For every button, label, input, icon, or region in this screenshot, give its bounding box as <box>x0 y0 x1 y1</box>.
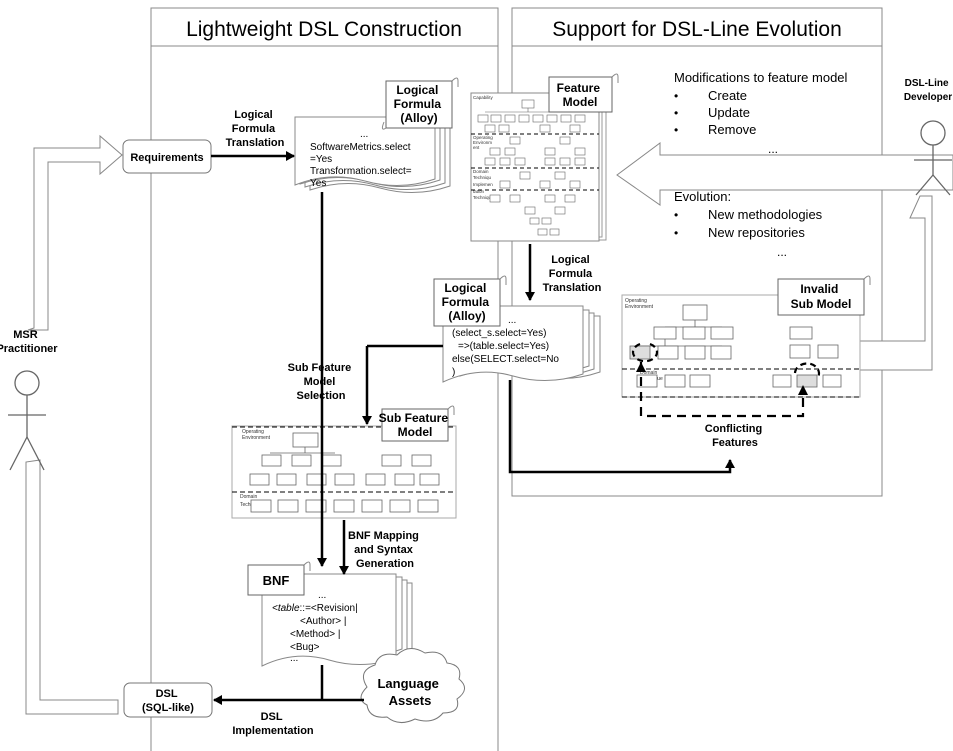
svg-text:New methodologies: New methodologies <box>708 207 823 222</box>
right-panel-title: Support for DSL-Line Evolution <box>552 18 842 41</box>
feature-model-row-labels: Capability Operating Environm ent Domain… <box>473 95 494 200</box>
bnf-doc: ... <table::=<Revision| <Author> | <Meth… <box>247 561 413 667</box>
svg-text:DSL (SQL-like): DSL (SQL-like) <box>142 688 194 714</box>
connectors <box>211 151 735 705</box>
practitioner-flow-arrow <box>25 134 123 715</box>
logical-formula-1-title: Logical Formula (Alloy) <box>394 83 445 125</box>
sub-selection-label: Sub Feature Model Selection <box>288 362 355 402</box>
dsl-line-developer-actor <box>914 120 952 196</box>
invalid-sub-model: Operating Environment Domain Technique <box>621 275 871 418</box>
language-assets-cloud: Language Assets <box>360 648 465 723</box>
feature-model-title: Feature Model <box>557 81 604 109</box>
evolution-list: Evolution: • New methodologies • New rep… <box>674 189 823 259</box>
svg-text:Remove: Remove <box>708 122 756 137</box>
requirements-box: Requirements <box>122 139 212 174</box>
svg-text:Evolution:: Evolution: <box>674 189 731 204</box>
dsl-line-developer-label: DSL-Line Developer <box>904 78 952 103</box>
left-panel-title: Lightweight DSL Construction <box>186 18 462 41</box>
bnf-mapping-label: BNF Mapping and Syntax Generation <box>348 530 422 570</box>
logical-formula-2-title: Logical Formula (Alloy) <box>442 281 493 323</box>
feature-model-doc: Capability Operating Environm ent Domain… <box>470 73 619 242</box>
lft-label-2: Logical Formula Translation <box>543 254 602 294</box>
svg-text:...: ... <box>768 142 778 156</box>
invalid-sub-model-title: Invalid Sub Model <box>791 282 852 311</box>
dsl-implementation-label: DSL Implementation <box>232 711 314 737</box>
msr-practitioner-actor <box>8 370 46 471</box>
svg-text:Update: Update <box>708 105 750 120</box>
svg-text:•: • <box>674 123 678 137</box>
formula2-to-conflicting-arrow <box>508 380 735 474</box>
msr-practitioner-label: MSR Practitioner <box>0 329 58 355</box>
logical-formula-1-body: ... SoftwareMetrics.select =Yes Transfor… <box>310 129 414 189</box>
svg-text:Create: Create <box>708 88 747 103</box>
svg-text:Language Assets: Language Assets <box>377 676 442 708</box>
conflicting-features-label: Conflicting Features <box>705 423 766 449</box>
dsl-box: DSL (SQL-like) <box>123 682 213 718</box>
sub-feature-model-title: Sub Feature Model <box>379 411 452 439</box>
svg-text:...: ... <box>777 245 787 259</box>
logical-formula-doc-1: ... SoftwareMetrics.select =Yes Transfor… <box>294 77 459 194</box>
svg-text:Modifications to feature model: Modifications to feature model <box>674 70 848 85</box>
svg-text:Requirements: Requirements <box>130 152 203 164</box>
logical-formula-2-body: ... (select_s.select=Yes) =>(table.selec… <box>452 315 562 378</box>
svg-text:•: • <box>674 89 678 103</box>
svg-text:BNF: BNF <box>263 573 290 588</box>
sub-feature-model: Operating Environment Domain Technique S… <box>231 405 457 519</box>
right-panel: Support for DSL-Line Evolution <box>511 7 883 497</box>
logical-formula-doc-2: ... (select_s.select=Yes) =>(table.selec… <box>433 275 601 383</box>
svg-text:•: • <box>674 208 678 222</box>
svg-text:•: • <box>674 106 678 120</box>
developer-flow-arrow <box>616 142 953 371</box>
modifications-list: Modifications to feature model • Create … <box>674 70 848 156</box>
lft-label-1: Logical Formula Translation <box>226 109 285 149</box>
svg-text:•: • <box>674 226 678 240</box>
bnf-body: ... <table::=<Revision| <Author> | <Meth… <box>272 590 361 664</box>
svg-text:New repositories: New repositories <box>708 225 805 240</box>
